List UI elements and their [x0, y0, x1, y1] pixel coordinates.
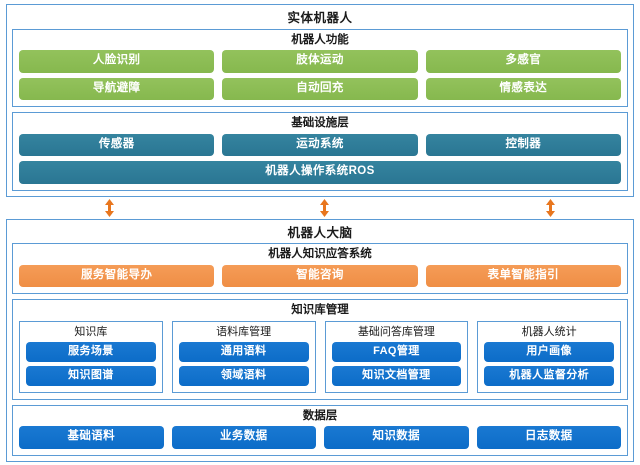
robot-brain-group: 机器人大脑 机器人知识应答系统 服务智能导办 智能咨询 表单智能指引 知识库管理… — [6, 218, 634, 462]
robot-functions-row-2: 导航避障 自动回充 情感表达 — [19, 77, 621, 100]
corpus-general[interactable]: 通用语料 — [178, 341, 309, 362]
stats-robot-supervision-analysis[interactable]: 机器人监督分析 — [484, 365, 614, 386]
card-robot-statistics-title: 机器人统计 — [521, 325, 577, 338]
knowledge-qa-system-row: 服务智能导办 智能咨询 表单智能指引 — [19, 264, 621, 287]
data-knowledge[interactable]: 知识数据 — [324, 426, 469, 449]
card-knowledge-base-title: 知识库 — [74, 325, 108, 338]
kb-service-scenario[interactable]: 服务场景 — [26, 341, 156, 362]
infra-motion-system[interactable]: 运动系统 — [222, 133, 418, 156]
knowledge-base-management-title: 知识库管理 — [291, 304, 349, 316]
stats-user-profile[interactable]: 用户画像 — [484, 341, 614, 362]
card-faq-library-management: 基础问答库管理 FAQ管理 知识文档管理 — [324, 320, 469, 393]
infra-sensor[interactable]: 传感器 — [19, 133, 215, 156]
function-auto-recharge[interactable]: 自动回充 — [222, 77, 418, 100]
robot-brain-title: 机器人大脑 — [287, 225, 353, 240]
qa-form-smart-guide[interactable]: 表单智能指引 — [425, 264, 621, 287]
faq-management[interactable]: FAQ管理 — [331, 341, 462, 362]
infrastructure-row-1: 传感器 运动系统 控制器 — [19, 133, 621, 156]
double-arrow-vertical-icon — [104, 198, 115, 217]
data-log[interactable]: 日志数据 — [476, 426, 621, 449]
physical-robot-group: 实体机器人 机器人功能 人脸识别 肢体运动 多感官 导航避障 自动回充 情感表达… — [6, 4, 634, 197]
card-knowledge-base: 知识库 服务场景 知识图谱 — [19, 320, 163, 393]
data-business[interactable]: 业务数据 — [171, 426, 316, 449]
function-face-recognition[interactable]: 人脸识别 — [19, 50, 215, 73]
card-corpus-management-title: 语料库管理 — [216, 325, 272, 338]
qa-smart-consultation[interactable]: 智能咨询 — [222, 264, 418, 287]
infrastructure-title: 基础设施层 — [291, 117, 349, 129]
connector-arrows — [6, 197, 634, 219]
infrastructure-row-2: 机器人操作系统ROS — [19, 161, 621, 184]
infra-robot-os-ros[interactable]: 机器人操作系统ROS — [19, 161, 621, 184]
robot-functions-title: 机器人功能 — [291, 33, 349, 46]
qa-service-smart-guidance[interactable]: 服务智能导办 — [19, 264, 215, 287]
infra-controller[interactable]: 控制器 — [425, 133, 621, 156]
function-navigation-obstacle-avoidance[interactable]: 导航避障 — [19, 77, 215, 100]
robot-functions-panel: 机器人功能 人脸识别 肢体运动 多感官 导航避障 自动回充 情感表达 — [12, 28, 628, 107]
physical-robot-title: 实体机器人 — [287, 11, 353, 25]
knowledge-document-management[interactable]: 知识文档管理 — [331, 365, 462, 386]
card-robot-statistics: 机器人统计 用户画像 机器人监督分析 — [477, 320, 621, 393]
card-corpus-management: 语料库管理 通用语料 领域语料 — [171, 320, 316, 393]
knowledge-qa-system-title: 机器人知识应答系统 — [268, 248, 372, 260]
function-multi-sensory[interactable]: 多感官 — [425, 50, 621, 73]
data-layer-panel: 数据层 基础语料 业务数据 知识数据 日志数据 — [12, 404, 628, 456]
function-emotion-expression[interactable]: 情感表达 — [425, 77, 621, 100]
function-limb-motion[interactable]: 肢体运动 — [222, 50, 418, 73]
robot-functions-row-1: 人脸识别 肢体运动 多感官 — [19, 50, 621, 73]
card-faq-library-management-title: 基础问答库管理 — [357, 325, 435, 338]
knowledge-base-management-panel: 知识库管理 知识库 服务场景 知识图谱 语料库管理 通用语料 领域语料 基础问答… — [12, 299, 628, 400]
knowledge-base-cards: 知识库 服务场景 知识图谱 语料库管理 通用语料 领域语料 基础问答库管理 FA… — [19, 320, 621, 393]
kb-knowledge-graph[interactable]: 知识图谱 — [26, 365, 156, 386]
infrastructure-panel: 基础设施层 传感器 运动系统 控制器 机器人操作系统ROS — [12, 112, 628, 191]
corpus-domain[interactable]: 领域语料 — [178, 365, 309, 386]
data-basic-corpus[interactable]: 基础语料 — [19, 426, 164, 449]
knowledge-qa-system-panel: 机器人知识应答系统 服务智能导办 智能咨询 表单智能指引 — [12, 243, 628, 294]
data-layer-title: 数据层 — [302, 409, 338, 422]
double-arrow-vertical-icon — [319, 198, 330, 217]
data-layer-row: 基础语料 业务数据 知识数据 日志数据 — [19, 426, 621, 449]
double-arrow-vertical-icon — [545, 198, 556, 217]
